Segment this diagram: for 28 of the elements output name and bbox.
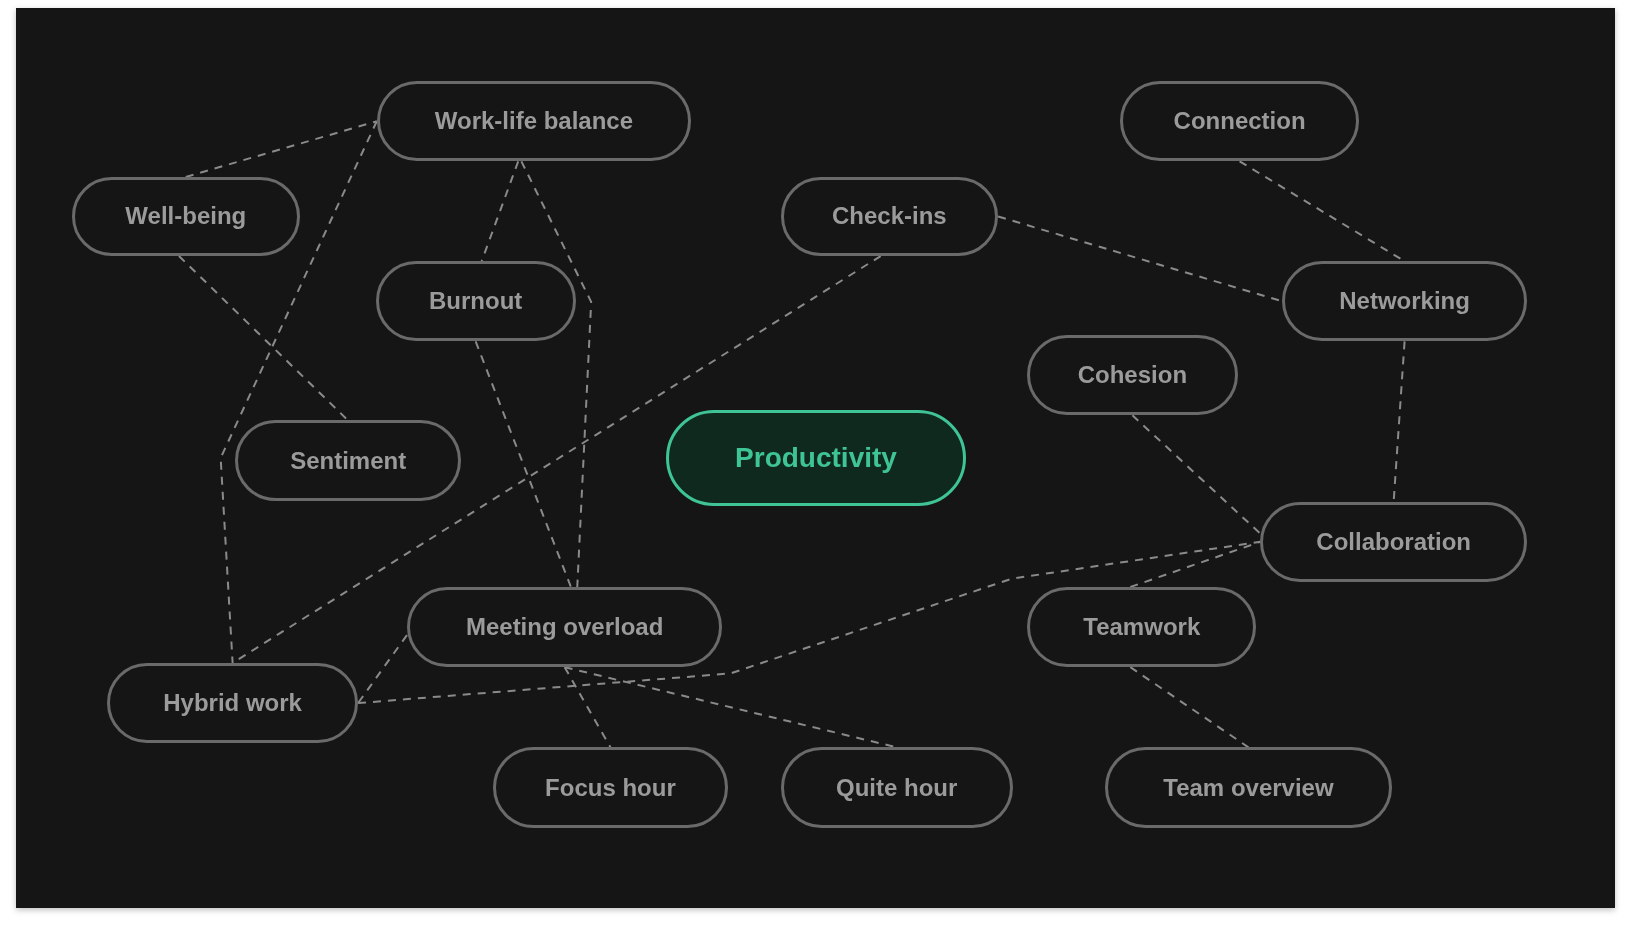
topic-label: Work-life balance — [434, 107, 634, 136]
connector-line — [1129, 666, 1250, 749]
topic-pill — [235, 420, 462, 501]
topic-pill — [375, 261, 576, 342]
connector-line — [1131, 414, 1262, 535]
topic-label: Meeting overload — [465, 613, 664, 642]
topic-label: Productivity — [735, 441, 897, 474]
connector-line — [219, 120, 378, 664]
topic-label: Networking — [1339, 287, 1470, 316]
topic-label: Connection — [1173, 107, 1306, 136]
topic-label: Focus hour — [545, 773, 676, 802]
topic-label: Sentiment — [290, 446, 407, 475]
connector-line — [520, 160, 593, 588]
connector-line — [563, 666, 612, 749]
topic-label: Burnout — [429, 287, 523, 316]
topic-label: Well-being — [125, 202, 247, 231]
topic-label: Collaboration — [1316, 527, 1471, 556]
topic-label: Quite hour — [836, 773, 958, 802]
connector-line — [474, 340, 572, 588]
topic-label: Hybrid work — [163, 689, 302, 718]
topic-label: Check-ins — [832, 202, 947, 231]
connector-line — [1129, 540, 1262, 588]
connector-line — [357, 634, 408, 705]
topic-label: Team overview — [1163, 773, 1334, 802]
topic-label: Teamwork — [1083, 613, 1201, 642]
topic-label: Cohesion — [1077, 361, 1188, 390]
connector-line — [184, 120, 378, 178]
connector-line — [480, 160, 520, 263]
